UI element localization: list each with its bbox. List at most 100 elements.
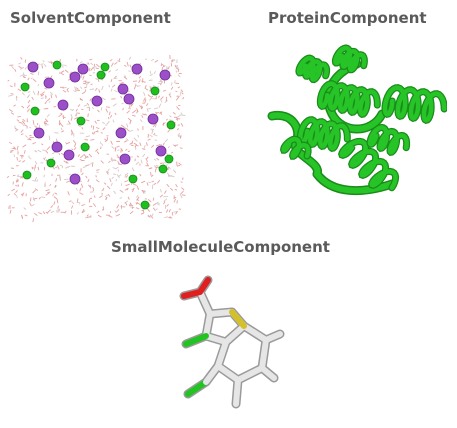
- water-molecule: [21, 214, 24, 220]
- water-molecule: [120, 147, 124, 152]
- water-molecule: [146, 103, 149, 107]
- water-molecule: [122, 107, 124, 111]
- water-molecule: [18, 62, 21, 65]
- solvent-box-icon: [6, 55, 186, 223]
- water-molecule: [144, 98, 147, 104]
- chloride-ion: [20, 82, 30, 92]
- water-molecule: [171, 59, 176, 61]
- water-molecule: [151, 180, 155, 183]
- water-molecule: [76, 198, 79, 202]
- water-molecule: [15, 190, 18, 194]
- water-molecule: [79, 187, 82, 192]
- water-molecule: [10, 93, 14, 95]
- water-molecule: [47, 209, 52, 213]
- water-molecule: [165, 118, 168, 121]
- water-molecule: [79, 60, 83, 64]
- water-molecule: [140, 212, 144, 215]
- water-molecule: [164, 161, 167, 164]
- water-molecule: [101, 121, 105, 125]
- water-molecule: [155, 202, 160, 206]
- water-molecule: [167, 145, 170, 149]
- water-molecule: [167, 66, 170, 70]
- water-molecule: [167, 166, 170, 170]
- water-molecule: [20, 57, 23, 60]
- ions: [20, 60, 176, 210]
- water-molecule: [60, 123, 64, 128]
- chloride-ion: [158, 164, 168, 174]
- protein-helix: [281, 136, 311, 159]
- water-molecule: [58, 71, 61, 75]
- water-molecule: [94, 87, 98, 91]
- water-molecule: [27, 77, 30, 81]
- water-molecule: [38, 212, 43, 215]
- water-molecule: [157, 179, 161, 184]
- water-molecule: [45, 96, 47, 99]
- water-molecule: [75, 87, 79, 90]
- water-molecule: [120, 183, 123, 186]
- water-molecule: [64, 69, 69, 73]
- water-molecule: [61, 130, 65, 133]
- water-molecule: [80, 183, 84, 188]
- water-molecule: [33, 212, 38, 216]
- water-molecule: [107, 168, 110, 172]
- water-molecule: [175, 64, 179, 69]
- water-molecule: [96, 151, 100, 155]
- water-molecule: [86, 216, 91, 219]
- water-molecule: [26, 104, 31, 109]
- water-molecule: [112, 167, 117, 170]
- water-molecule: [179, 193, 183, 199]
- water-molecule: [116, 204, 120, 209]
- water-molecule: [88, 153, 93, 158]
- water-molecule: [120, 95, 123, 99]
- water-molecule: [170, 86, 174, 90]
- water-molecule: [32, 218, 35, 223]
- water-molecule: [117, 169, 120, 172]
- water-molecule: [8, 109, 13, 112]
- water-molecule: [102, 127, 106, 131]
- water-molecule: [108, 116, 110, 120]
- water-molecule: [79, 97, 84, 102]
- water-molecule: [164, 138, 168, 143]
- water-molecule: [150, 95, 154, 98]
- water-molecule: [156, 157, 160, 161]
- water-molecule: [136, 196, 140, 201]
- water-molecule: [115, 166, 119, 169]
- water-molecule: [132, 109, 137, 114]
- water-molecule: [181, 92, 184, 95]
- water-molecule: [110, 78, 113, 83]
- water-molecule: [82, 75, 85, 80]
- water-molecule: [90, 66, 94, 71]
- water-molecule: [29, 157, 32, 160]
- water-molecule: [110, 88, 113, 92]
- water-molecule: [111, 157, 113, 162]
- water-molecule: [44, 100, 48, 105]
- water-molecule: [127, 196, 130, 200]
- water-molecule: [97, 109, 100, 113]
- water-molecule: [106, 185, 111, 190]
- water-molecule: [44, 87, 48, 90]
- water-molecule: [170, 82, 173, 86]
- water-molecule: [89, 197, 93, 200]
- water-molecule: [23, 72, 25, 77]
- water-molecule: [62, 86, 67, 89]
- water-molecule: [145, 158, 148, 162]
- water-molecule: [37, 90, 40, 96]
- water-molecule: [21, 92, 25, 96]
- water-molecule: [131, 140, 134, 145]
- water-molecule: [172, 112, 176, 115]
- water-molecule: [160, 99, 163, 103]
- water-molecule: [146, 156, 149, 159]
- water-molecule: [110, 62, 114, 67]
- water-molecule: [153, 132, 156, 136]
- water-molecule: [170, 187, 174, 191]
- water-molecule: [22, 144, 27, 148]
- water-molecule: [15, 95, 18, 99]
- water-molecule: [138, 79, 141, 84]
- water-molecule: [162, 122, 166, 126]
- water-molecule: [13, 193, 17, 196]
- water-molecule: [95, 148, 99, 152]
- water-molecule: [99, 141, 102, 144]
- water-molecule: [76, 212, 79, 215]
- water-molecule: [77, 104, 81, 107]
- water-molecule: [85, 119, 90, 122]
